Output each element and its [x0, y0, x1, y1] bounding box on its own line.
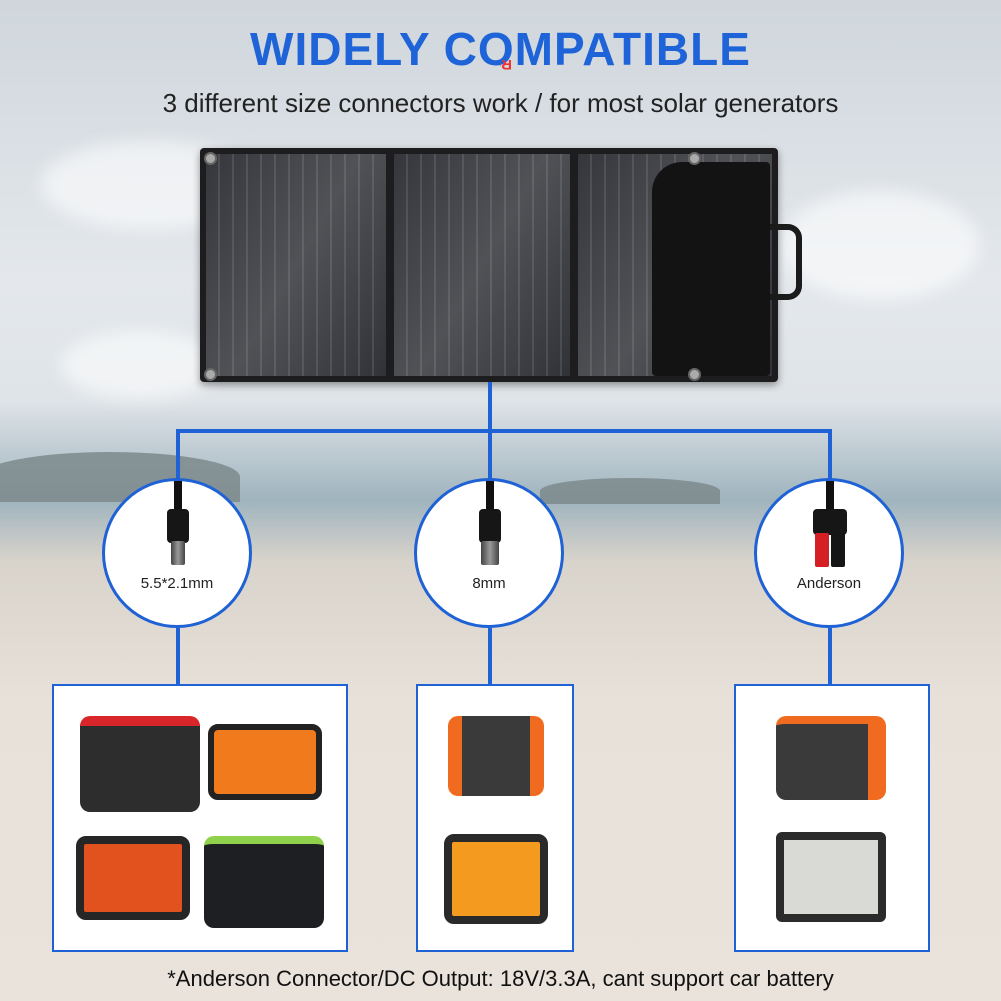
generator-image	[204, 836, 324, 928]
footnote: *Anderson Connector/DC Output: 18V/3.3A,…	[167, 966, 834, 991]
junction-flap	[652, 162, 770, 376]
distant-hill	[540, 478, 720, 504]
generator-image	[80, 716, 200, 812]
wire-trunk	[488, 382, 492, 432]
brand-logo-art: ROCKPALS	[429, 56, 512, 73]
cable-icon	[486, 481, 494, 511]
dc-plug-tip-icon	[171, 541, 185, 565]
generator-image	[776, 716, 886, 800]
generator-image	[76, 836, 190, 920]
grommet	[688, 152, 701, 165]
grommet	[204, 368, 217, 381]
generator-image	[444, 834, 548, 924]
connector-label: 8mm	[472, 575, 506, 592]
cloud	[780, 190, 980, 300]
connector-circle-5521: 5.5*2.1mm	[102, 478, 252, 628]
wire-right-lower	[828, 628, 832, 686]
grommet	[204, 152, 217, 165]
wire-middle-lower	[488, 628, 492, 686]
page-subtitle: 3 different size connectors work / for m…	[162, 88, 839, 118]
page-title: WIDELY COMPATIBLE	[250, 23, 751, 75]
solar-panel	[200, 148, 778, 382]
anderson-black-terminal	[831, 533, 845, 567]
connector-circle-anderson: Anderson	[754, 478, 904, 628]
connector-label: 5.5*2.1mm	[140, 575, 214, 592]
grommet	[688, 368, 701, 381]
compatible-devices-box-right	[734, 684, 930, 952]
dc-plug-icon	[167, 509, 189, 543]
solar-cell-middle	[394, 154, 570, 376]
wire-left-lower	[176, 628, 180, 686]
generator-image	[776, 832, 886, 922]
wire-middle	[488, 429, 492, 481]
compatible-devices-box-middle	[416, 684, 574, 952]
anderson-plug-icon	[813, 509, 847, 535]
generator-image	[448, 716, 544, 796]
compatible-devices-box-left	[52, 684, 348, 952]
generator-image	[208, 724, 322, 800]
wire-branch	[176, 429, 832, 433]
panel-handle	[770, 224, 802, 300]
cable-icon	[174, 481, 182, 511]
wire-right	[828, 429, 832, 481]
dc-plug-tip-icon	[481, 541, 499, 565]
wire-left	[176, 429, 180, 481]
connector-label: Anderson	[796, 575, 862, 592]
solar-cell-left	[206, 154, 386, 376]
anderson-red-terminal	[815, 533, 829, 567]
brand-logo: ROCKPALS	[429, 56, 524, 170]
connector-circle-8mm: 8mm	[414, 478, 564, 628]
svg-text:ROCKPALS: ROCKPALS	[500, 60, 512, 73]
cloud	[60, 330, 220, 400]
dc-plug-icon	[479, 509, 501, 543]
cable-icon	[826, 481, 834, 511]
